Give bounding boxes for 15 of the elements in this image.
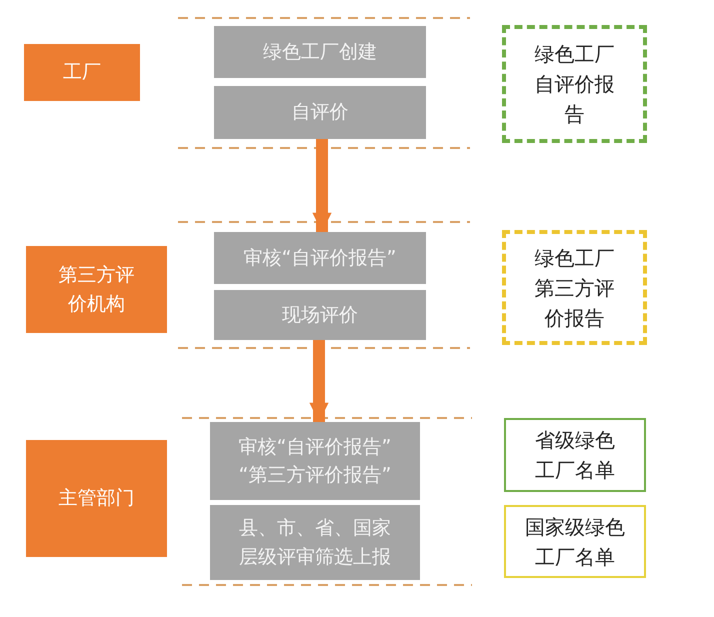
process-box: 现场评价 — [214, 290, 426, 340]
report-box: 绿色工厂第三方评价报告 — [502, 230, 647, 345]
arrow — [312, 139, 332, 232]
arrow — [309, 340, 329, 422]
actor-box: 工厂 — [24, 44, 140, 101]
list-box: 国家级绿色工厂名单 — [504, 505, 646, 578]
actor-box: 第三方评价机构 — [26, 246, 167, 333]
actor-box: 主管部门 — [26, 440, 167, 557]
process-box: 县、市、省、国家层级评审筛选上报 — [210, 505, 420, 580]
list-box: 省级绿色工厂名单 — [504, 418, 646, 492]
process-box: 审核“自评价报告” “第三方评价报告” — [210, 422, 420, 500]
report-box: 绿色工厂自评价报告 — [502, 25, 647, 143]
process-box: 审核“自评价报告” — [214, 232, 426, 284]
process-box: 自评价 — [214, 86, 426, 139]
process-box: 绿色工厂创建 — [214, 26, 426, 78]
